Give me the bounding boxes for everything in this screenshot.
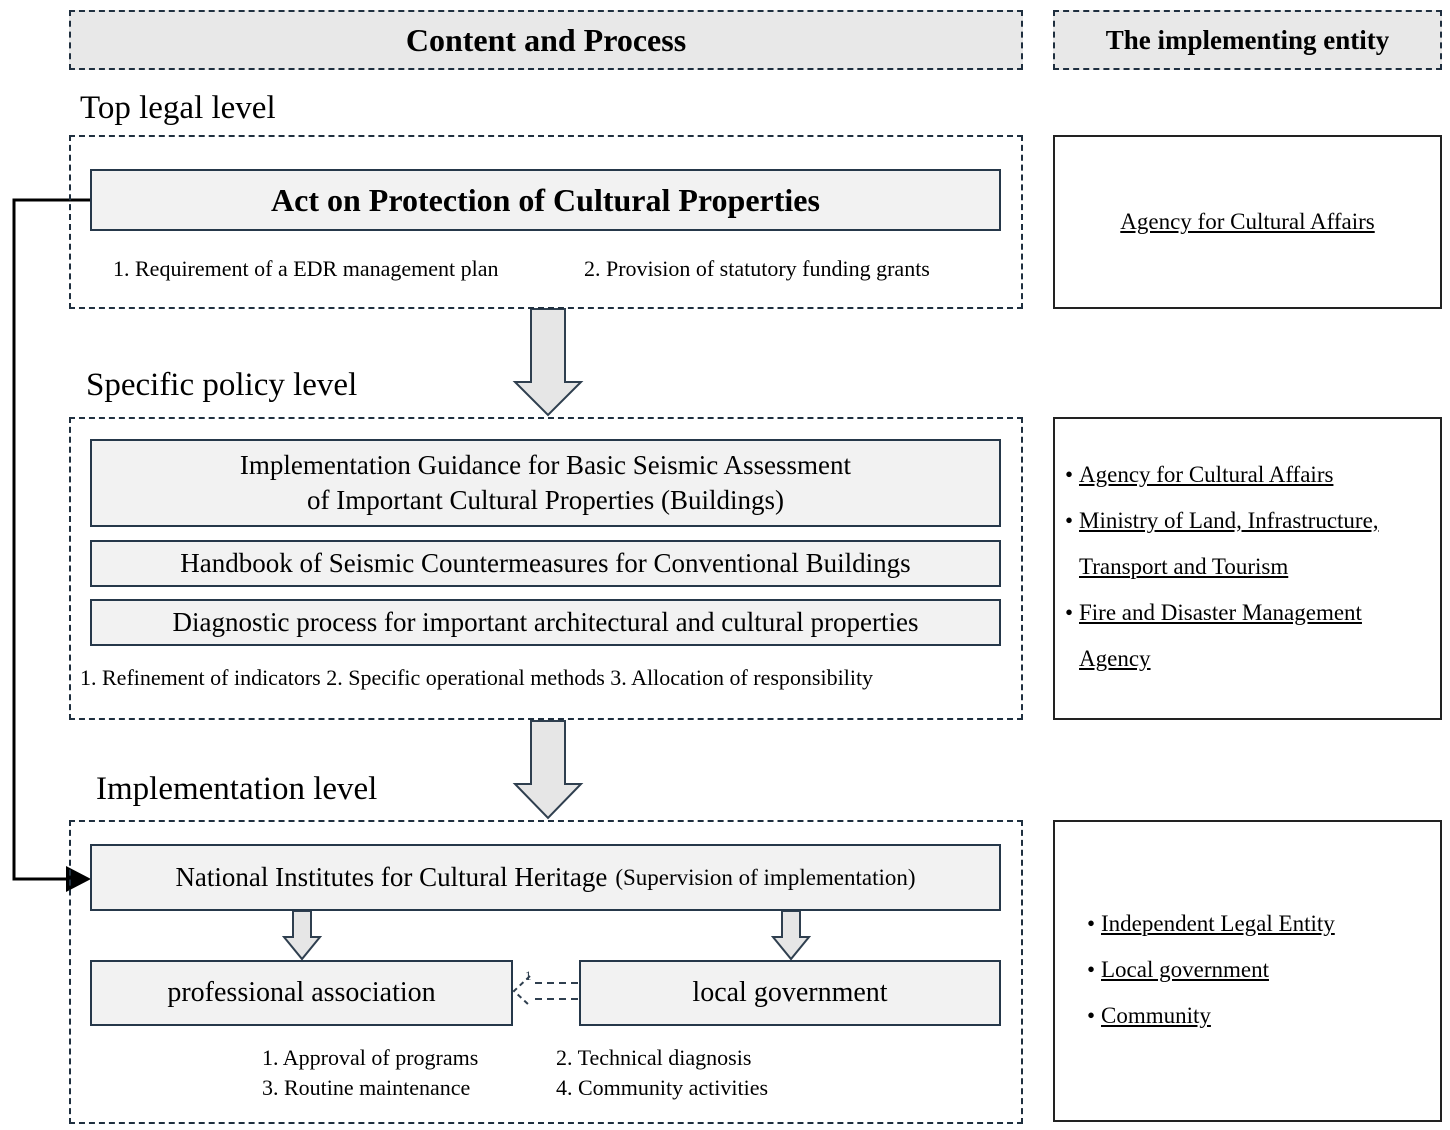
entity-impl-item: • Independent Legal Entity: [1087, 901, 1335, 947]
down-arrow-policy-to-implementation: [512, 720, 584, 820]
national-institute-text: National Institutes for Cultural Heritag…: [175, 862, 608, 892]
supervision-text: (Supervision of implementation): [615, 864, 916, 890]
professional-association-box: professional association: [90, 960, 513, 1026]
entity-box-policy: • Agency for Cultural Affairs • Ministry…: [1053, 417, 1442, 720]
guidance-line-2: of Important Cultural Properties (Buildi…: [307, 485, 784, 515]
handbook-text: Handbook of Seismic Countermeasures for …: [180, 548, 911, 578]
top-level-section: [69, 135, 1023, 309]
entity-impl-community: Community: [1101, 1003, 1211, 1028]
down-arrow-to-local: [770, 910, 812, 961]
level-label-policy: Specific policy level: [86, 367, 358, 403]
policy-level-section: [69, 417, 1023, 720]
entity-policy-agency: Agency for Cultural Affairs: [1079, 462, 1334, 487]
down-arrow-to-professional: [281, 910, 323, 961]
entity-policy-item: • Fire and Disaster Management: [1065, 590, 1379, 636]
feedback-line: [12, 198, 91, 881]
entity-policy-item-cont: Agency: [1065, 636, 1379, 682]
guidance-line-1: Implementation Guidance for Basic Seismi…: [239, 450, 852, 480]
handbook-box: Handbook of Seismic Countermeasures for …: [90, 540, 1001, 587]
national-institute-box: National Institutes for Cultural Heritag…: [90, 844, 1001, 911]
top-note-1: 1. Requirement of a EDR management plan: [113, 256, 499, 281]
entity-impl-local: Local government: [1101, 957, 1269, 982]
bullet: •: [1065, 508, 1074, 533]
entity-policy-fire-line2: Agency: [1079, 646, 1151, 671]
policy-notes: 1. Refinement of indicators 2. Specific …: [80, 665, 874, 690]
top-note-2: 2. Provision of statutory funding grants: [584, 256, 930, 281]
diagnostic-text: Diagnostic process for important archite…: [172, 607, 919, 637]
local-government-box: local government: [579, 960, 1001, 1026]
guidance-box: Implementation Guidance for Basic Seismi…: [90, 439, 1001, 527]
down-arrow-top-to-policy: [512, 308, 584, 417]
bullet: •: [1087, 957, 1096, 982]
professional-association-text: professional association: [167, 977, 436, 1008]
entity-policy-fire-line1: Fire and Disaster Management: [1079, 600, 1362, 625]
act-box: Act on Protection of Cultural Properties: [90, 169, 1001, 231]
entity-policy-ministry-line2: Transport and Tourism: [1079, 554, 1289, 579]
header-entity-text: The implementing entity: [1105, 24, 1390, 55]
entity-policy-list: • Agency for Cultural Affairs • Ministry…: [1065, 452, 1379, 682]
bullet: •: [1087, 911, 1096, 936]
entity-impl-item: • Local government: [1087, 947, 1335, 993]
feedback-arrowhead: [66, 866, 91, 892]
level-label-implementation: Implementation level: [96, 771, 378, 807]
bullet: •: [1087, 1003, 1096, 1028]
header-implementing-entity: The implementing entity: [1053, 10, 1442, 70]
level-label-top: Top legal level: [80, 90, 276, 126]
header-content-and-process: Content and Process: [69, 10, 1023, 70]
dashed-link-mark: 1: [525, 968, 532, 983]
impl-note-4: 4. Community activities: [556, 1075, 769, 1100]
diagnostic-box: Diagnostic process for important archite…: [90, 599, 1001, 646]
impl-note-2: 2. Technical diagnosis: [556, 1045, 752, 1070]
entity-box-top: Agency for Cultural Affairs: [1053, 135, 1442, 309]
entity-implementation-list: • Independent Legal Entity • Local gover…: [1087, 901, 1335, 1039]
entity-policy-item-cont: Transport and Tourism: [1065, 544, 1379, 590]
entity-box-implementation: • Independent Legal Entity • Local gover…: [1053, 820, 1442, 1122]
bullet: •: [1065, 462, 1074, 487]
local-government-text: local government: [692, 977, 888, 1008]
act-text: Act on Protection of Cultural Properties: [271, 181, 820, 218]
entity-policy-item: • Agency for Cultural Affairs: [1065, 452, 1379, 498]
implementation-level-section: [69, 820, 1023, 1124]
impl-note-1: 1. Approval of programs: [262, 1045, 479, 1070]
bullet: •: [1065, 600, 1074, 625]
entity-policy-item: • Ministry of Land, Infrastructure,: [1065, 498, 1379, 544]
entity-top-agency: Agency for Cultural Affairs: [1120, 209, 1375, 234]
entity-impl-item: • Community: [1087, 993, 1335, 1039]
dashed-link-head: [512, 975, 531, 1007]
header-content-text: Content and Process: [405, 21, 687, 58]
entity-policy-ministry-line1: Ministry of Land, Infrastructure,: [1079, 508, 1379, 533]
impl-note-3: 3. Routine maintenance: [262, 1075, 471, 1100]
entity-impl-independent: Independent Legal Entity: [1101, 911, 1335, 936]
